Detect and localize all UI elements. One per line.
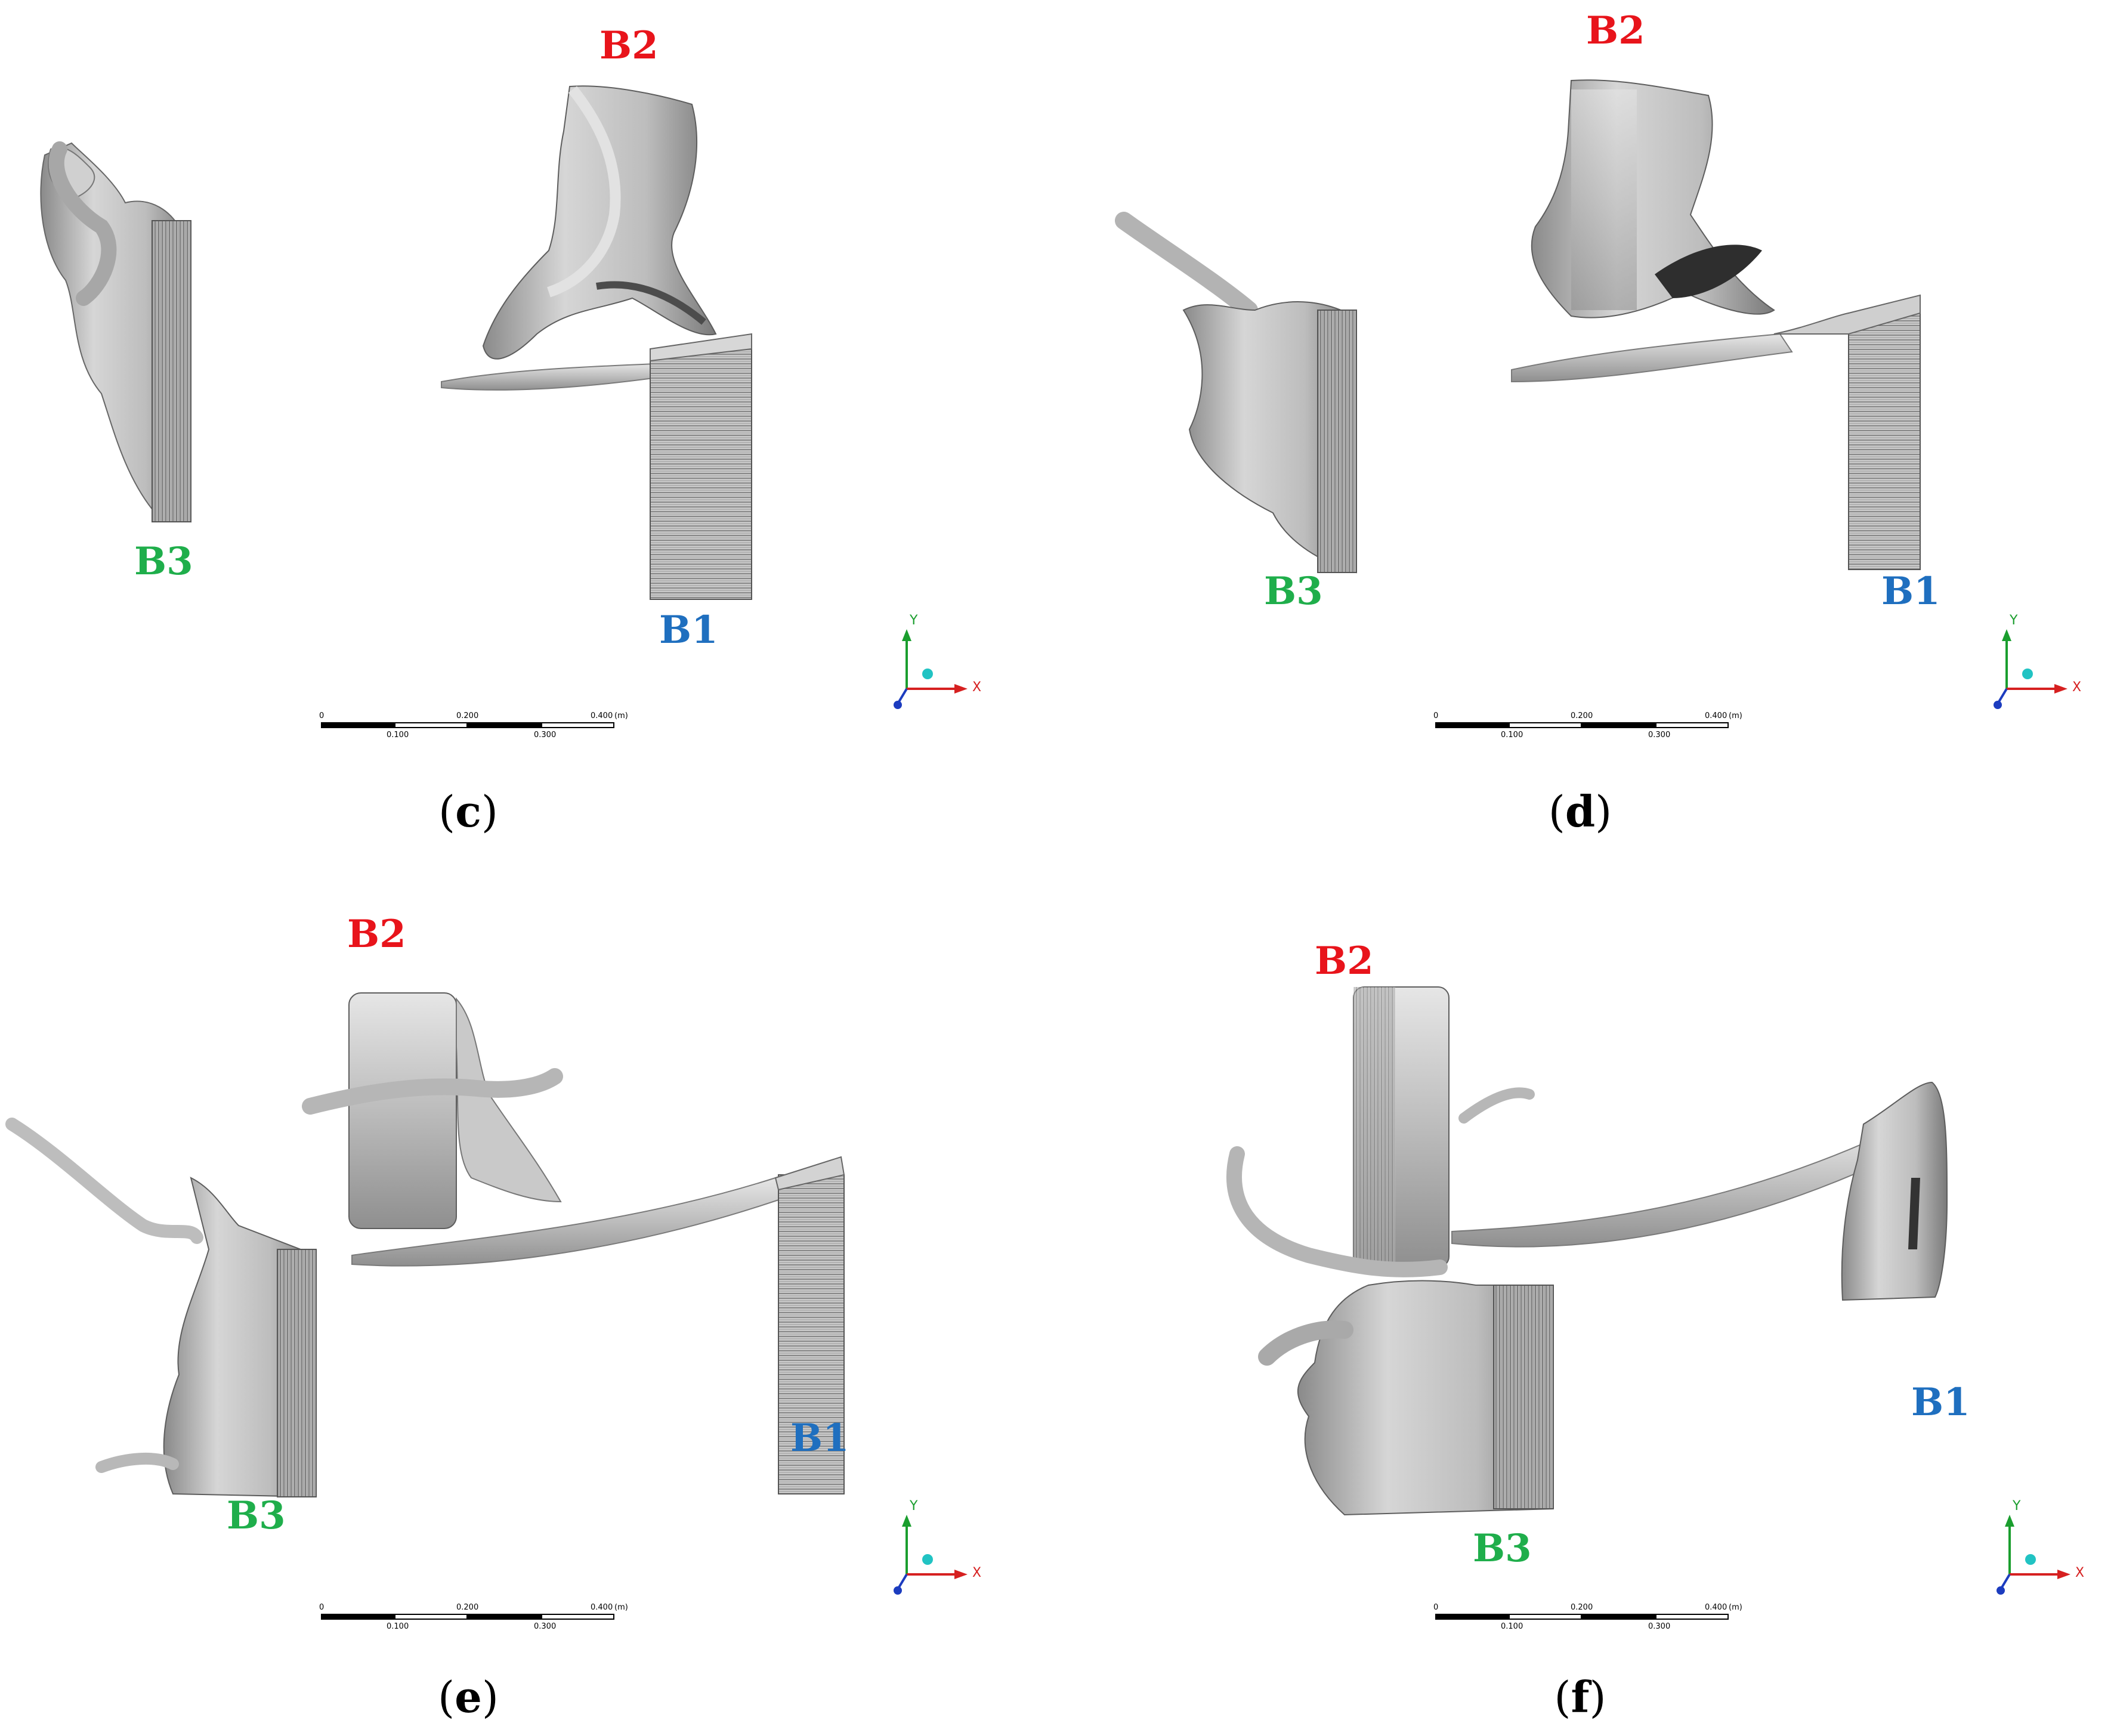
caption-e: (e) (438, 1672, 499, 1722)
vortex-render-c (40, 85, 752, 600)
scale-unit: (m) (1729, 1603, 1742, 1612)
label-b3: B3 (227, 1493, 286, 1538)
scale-tick-100: 0.100 (1501, 731, 1523, 739)
axis-triad: Y X (889, 613, 990, 716)
scale-bar: 0 0.200 0.400 (m) 0.100 0.300 (316, 1603, 628, 1640)
scale-tick-100: 0.100 (387, 731, 409, 739)
scale-tick-200: 0.200 (1571, 711, 1593, 720)
panel-e: B2 B3 B1 Y X 0 0.200 0.400 (m) 0.100 0.3… (0, 868, 1058, 1735)
scale-bar: 0 0.200 0.400 (m) 0.100 0.300 (316, 711, 628, 748)
axis-x-label: X (2075, 1565, 2085, 1580)
label-b2: B2 (347, 912, 406, 957)
label-b1: B1 (790, 1416, 849, 1460)
scale-seg-1 (321, 722, 394, 728)
panel-d: B2 B3 B1 Y X 0 0.200 0.400 (m) 0.100 0.3… (1058, 0, 2116, 868)
axis-triad-icon (894, 1515, 968, 1595)
caption-c: (c) (438, 786, 499, 837)
axis-x-label: X (972, 680, 982, 695)
axis-y-label: Y (2013, 1499, 2021, 1514)
scale-tick-300: 0.300 (1648, 731, 1671, 739)
label-b3: B3 (134, 539, 193, 584)
label-b1: B1 (659, 608, 718, 652)
scale-bar: 0 0.200 0.400 (m) 0.100 0.300 (1430, 1603, 1742, 1640)
label-b2: B2 (1586, 8, 1645, 53)
label-b3: B3 (1473, 1526, 1532, 1571)
scale-seg-3 (468, 1614, 541, 1620)
label-b2: B2 (1315, 939, 1374, 983)
scale-seg-4 (1655, 1614, 1729, 1620)
axis-triad: Y X (1992, 1499, 2093, 1601)
scale-seg-1 (1435, 1614, 1509, 1620)
scale-seg-2 (1509, 722, 1582, 728)
scale-tick-0: 0 (319, 711, 324, 720)
scale-seg-2 (394, 722, 468, 728)
scale-bar: 0 0.200 0.400 (m) 0.100 0.300 (1430, 711, 1742, 748)
scale-unit: (m) (614, 1603, 628, 1612)
scale-seg-2 (1509, 1614, 1582, 1620)
vortex-render-d (1115, 79, 1921, 574)
scale-tick-200: 0.200 (1571, 1603, 1593, 1612)
label-b3: B3 (1264, 569, 1323, 614)
axis-triad-icon (1997, 1515, 2070, 1595)
axis-triad: Y X (889, 1499, 990, 1601)
scale-tick-100: 0.100 (387, 1622, 409, 1631)
axis-y-label: Y (910, 613, 918, 628)
axis-triad-icon (1994, 629, 2067, 709)
vortex-render-f (1226, 986, 1948, 1516)
scale-tick-400: 0.400 (591, 711, 613, 720)
axis-x-label: X (2072, 680, 2082, 695)
panel-c: B2 B3 B1 Y X 0 0.200 0.400 (m) 0.100 0.3… (0, 0, 1058, 868)
scale-unit: (m) (1729, 711, 1742, 720)
scale-tick-200: 0.200 (456, 711, 479, 720)
axis-triad: Y X (1989, 613, 2090, 716)
scale-seg-3 (1582, 722, 1655, 728)
scale-seg-2 (394, 1614, 468, 1620)
panel-f: B2 B3 B1 Y X 0 0.200 0.400 (m) 0.100 0.3… (1058, 868, 2116, 1735)
label-b2: B2 (599, 23, 659, 68)
caption-d: (d) (1548, 786, 1612, 837)
scale-seg-1 (1435, 722, 1509, 728)
scale-tick-400: 0.400 (1705, 1603, 1727, 1612)
scale-tick-0: 0 (1433, 711, 1439, 720)
axis-y-label: Y (910, 1499, 918, 1514)
axis-y-label: Y (2010, 613, 2018, 628)
scale-tick-300: 0.300 (534, 731, 557, 739)
scale-tick-300: 0.300 (1648, 1622, 1671, 1631)
scale-tick-400: 0.400 (1705, 711, 1727, 720)
scale-seg-1 (321, 1614, 394, 1620)
scale-tick-0: 0 (1433, 1603, 1439, 1612)
vortex-render-e (5, 992, 845, 1498)
caption-f: (f) (1554, 1672, 1606, 1722)
scale-seg-4 (1655, 722, 1729, 728)
scale-seg-3 (1582, 1614, 1655, 1620)
label-b1: B1 (1911, 1380, 1970, 1425)
axis-triad-icon (894, 629, 968, 709)
scale-seg-4 (541, 1614, 614, 1620)
scale-tick-300: 0.300 (534, 1622, 557, 1631)
scale-tick-100: 0.100 (1501, 1622, 1523, 1631)
scale-seg-3 (468, 722, 541, 728)
scale-tick-400: 0.400 (591, 1603, 613, 1612)
axis-x-label: X (972, 1565, 982, 1580)
scale-tick-0: 0 (319, 1603, 324, 1612)
scale-unit: (m) (614, 711, 628, 720)
label-b1: B1 (1881, 569, 1940, 614)
scale-tick-200: 0.200 (456, 1603, 479, 1612)
scale-seg-4 (541, 722, 614, 728)
